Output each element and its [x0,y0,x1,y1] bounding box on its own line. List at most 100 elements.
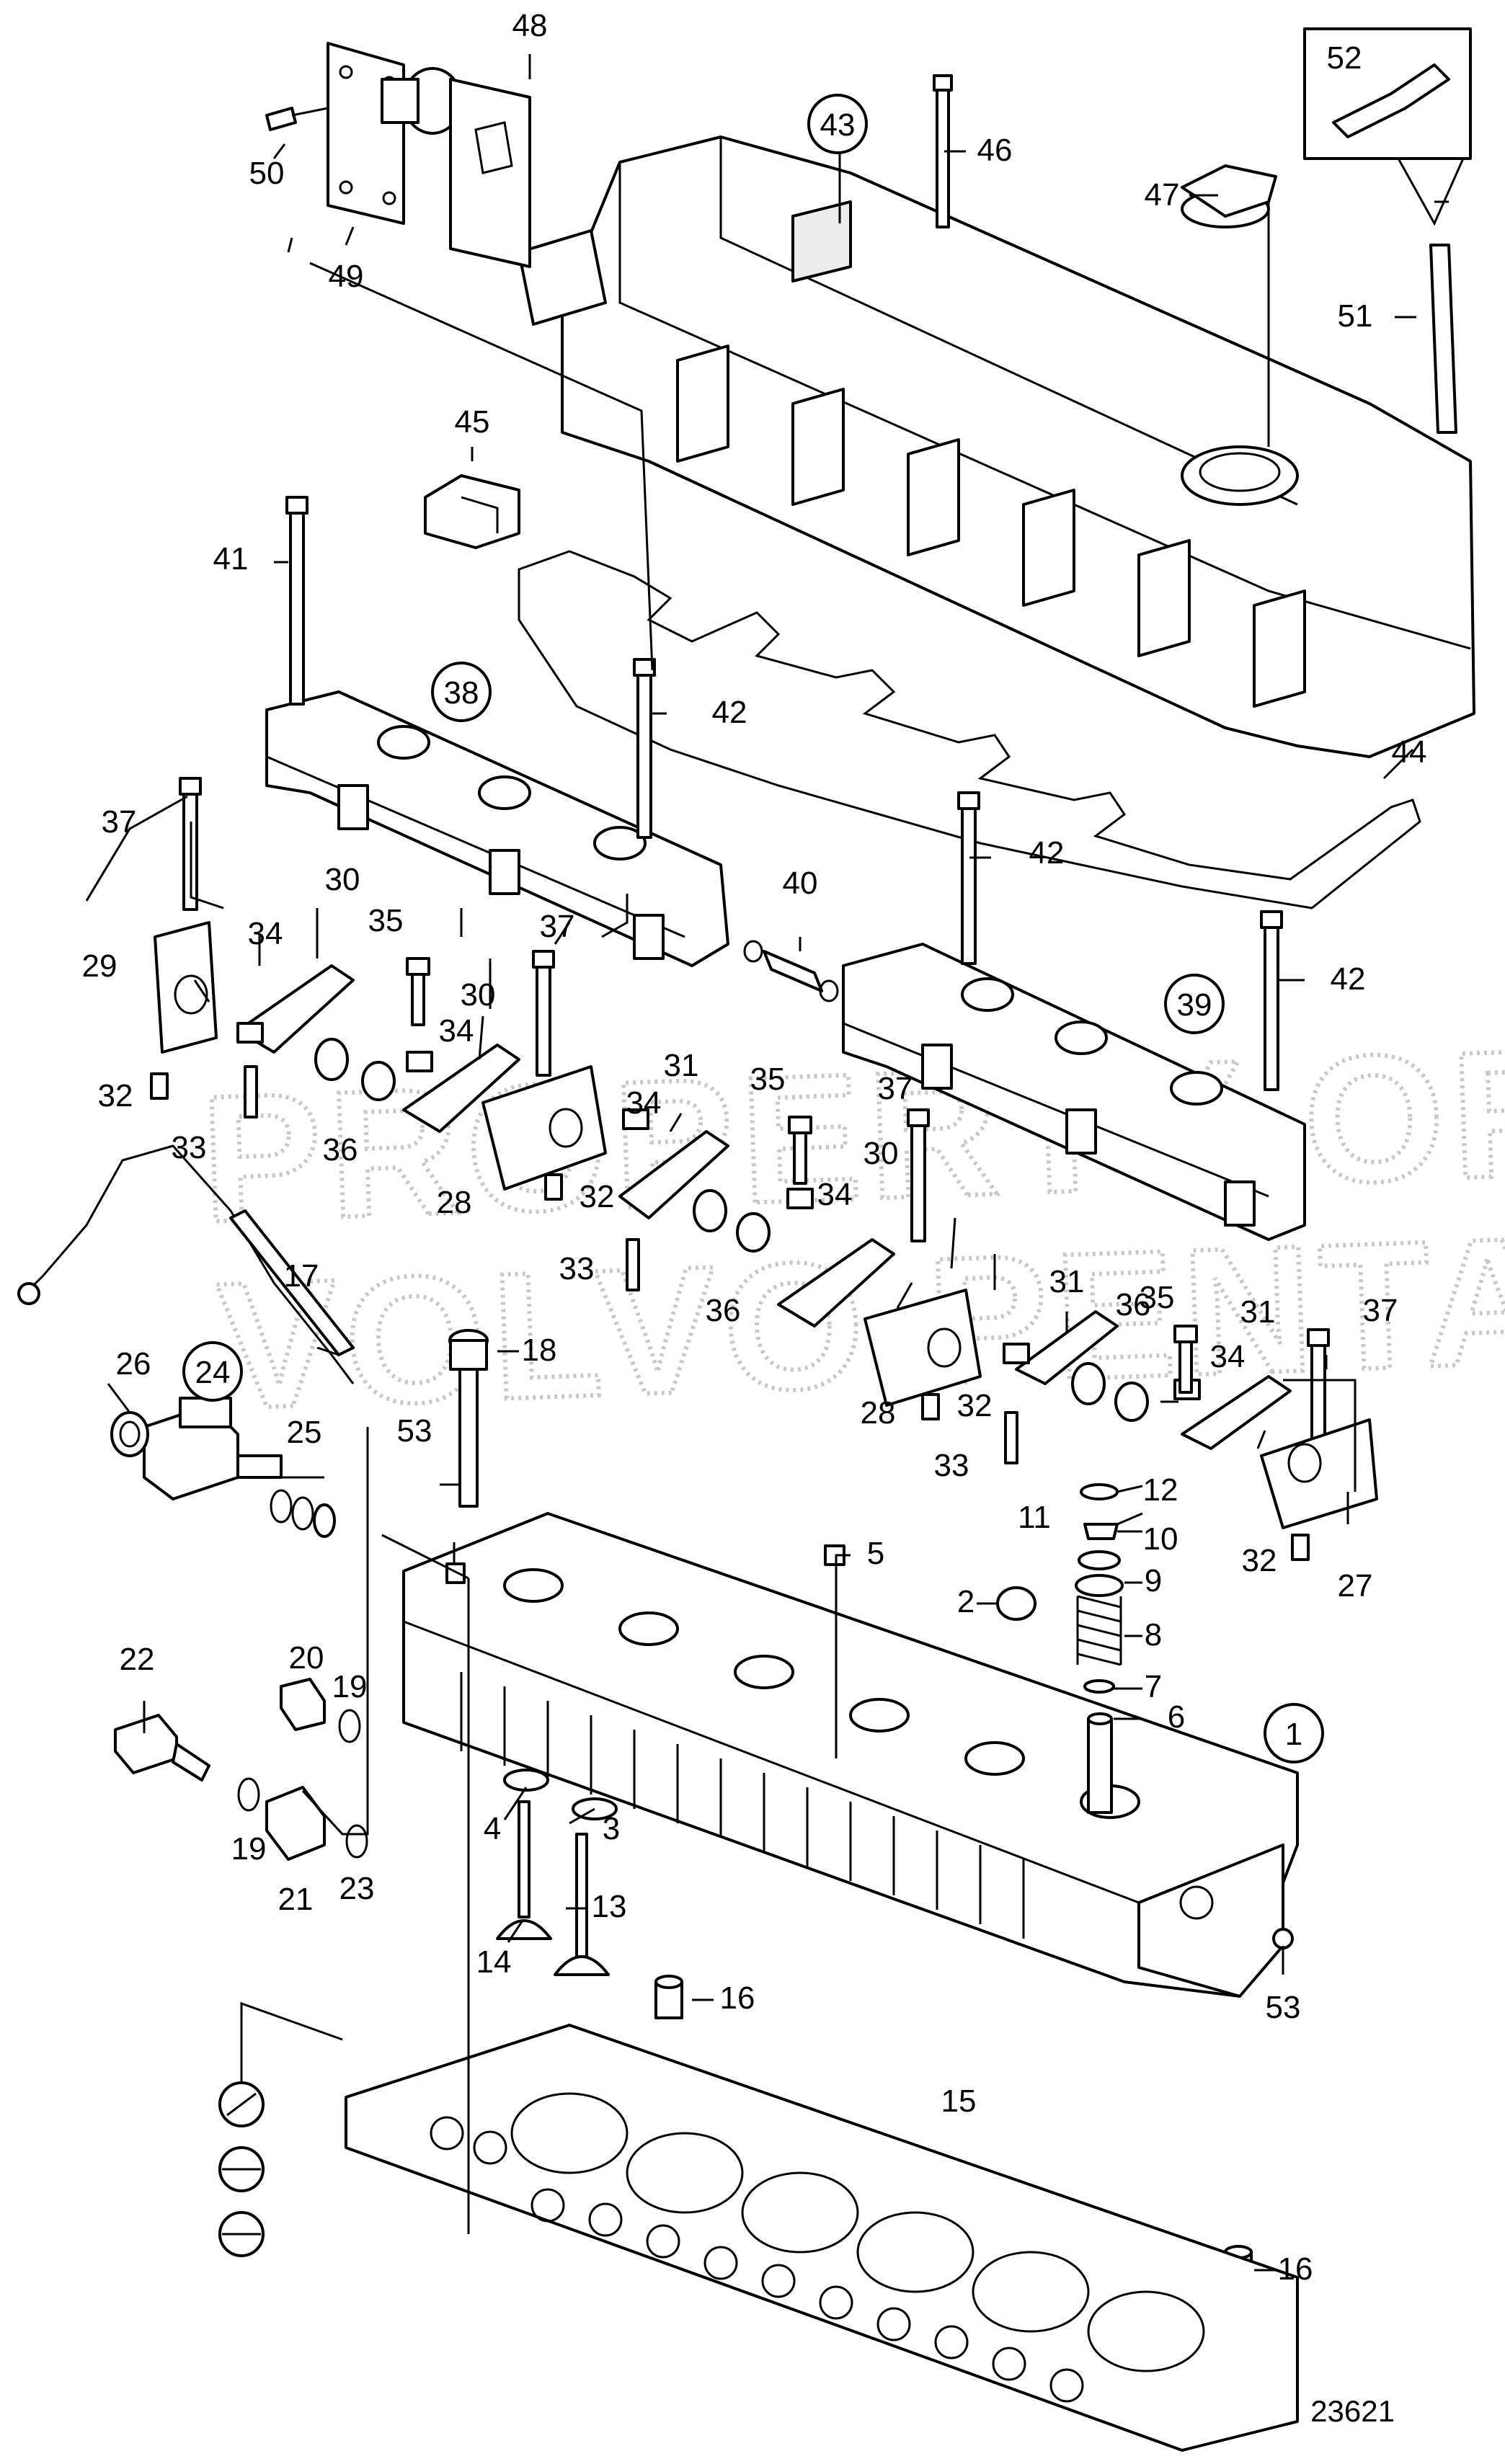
callout-34-c: 34 [626,1085,662,1121]
sensor-22 [114,1714,210,1782]
callout-35-c: 35 [1140,1280,1175,1315]
callout-32-c: 32 [957,1388,993,1423]
washers-36 [314,1038,1149,1422]
valve-spring [1075,1574,1124,1694]
callout-10: 10 [1143,1521,1178,1557]
callout-36-c: 36 [1116,1287,1151,1322]
rocker-shaft-39 [842,943,1306,1241]
sealant-bead [1429,244,1457,434]
callout-42-b: 42 [1029,835,1065,871]
callout-17: 17 [284,1258,319,1294]
callout-15: 15 [941,2083,977,2119]
valve-cover [518,135,1475,758]
callout-19-top: 19 [332,1669,368,1704]
callout-31-right: 31 [1240,1294,1276,1330]
watermark-line-2: VOLVO PENTA [214,1198,1505,1446]
callout-35-a: 35 [368,903,404,938]
valve-14 [496,1800,552,1940]
callout-45: 45 [455,404,490,440]
callout-53-top: 53 [397,1413,432,1449]
callout-40: 40 [783,866,818,901]
damper-45 [424,474,520,549]
plug-53-b [1272,1928,1294,1949]
bolt-37-b [532,950,555,1077]
callout-23: 23 [339,1871,375,1906]
callout-26: 26 [116,1346,151,1382]
valve-13 [554,1833,610,1976]
rocker-arm-31-a [618,1130,729,1219]
bolt-53-a [445,1562,466,1584]
dowel-16-a [654,1975,683,2019]
gasket-identification-marks [218,2001,343,2257]
rocker-arm-31-b [1015,1310,1119,1385]
leader-lines [85,54,1449,2272]
callout-20: 20 [289,1640,324,1676]
callout-24: 24 [195,1355,231,1390]
callout-18: 18 [522,1333,557,1368]
callout-1: 1 [1285,1717,1302,1752]
studs-33 [244,1065,1018,1464]
callout-34-d: 34 [817,1177,853,1212]
plug-21 [265,1786,326,1861]
bolt-37-d [1307,1328,1330,1448]
sensor-24 [143,1397,283,1500]
callout-34-e: 34 [1210,1339,1246,1374]
callout-6: 6 [1168,1699,1185,1735]
pins-32 [150,1072,1310,1561]
callout-47: 47 [1145,177,1180,213]
callout-5: 5 [867,1536,884,1571]
callout-35-b: 35 [750,1062,786,1097]
callout-30-left: 30 [325,862,360,897]
breather-housing [327,42,463,225]
bolt-50 [265,107,329,131]
cylinder-head [402,1512,1299,1998]
callout-32-d: 32 [1242,1543,1277,1578]
callout-16-top: 16 [720,1980,755,2016]
rocker-arm-30-a [236,964,355,1054]
rocker-arm-30-c [777,1238,895,1327]
callout-49: 49 [329,259,364,294]
callout-44: 44 [1392,734,1427,770]
bolt-41 [285,496,308,706]
bolt-42-c [1260,910,1283,1091]
callout-21: 21 [278,1882,314,1917]
valve-guide [1087,1712,1113,1814]
bolt-18 [448,1329,489,1508]
callout-27: 27 [1338,1568,1373,1604]
callout-33-a: 33 [172,1130,207,1165]
callout-32-a: 32 [98,1078,133,1113]
callout-33-b: 33 [559,1251,595,1286]
breather-gasket [449,78,531,268]
rocker-bracket-28-b [864,1289,982,1407]
callout-33-c: 33 [934,1448,969,1483]
callout-7: 7 [1145,1669,1162,1704]
head-gasket [345,2024,1299,2452]
callout-4: 4 [484,1811,501,1846]
rocker-arm-31-c [1181,1375,1292,1450]
oil-filler-cap [1181,164,1277,228]
callout-32-b: 32 [580,1179,615,1214]
bolt-37-c [907,1108,930,1242]
callout-25: 25 [287,1415,322,1450]
callout-50: 50 [249,156,285,191]
callout-51: 51 [1338,298,1373,334]
callout-46: 46 [977,133,1013,168]
callout-36-b: 36 [706,1293,741,1328]
callout-37-a: 37 [102,804,137,840]
rocker-bracket-27 [1260,1418,1378,1529]
callout-11: 11 [1018,1500,1051,1535]
plug-20 [280,1678,326,1731]
callout-36-a: 36 [323,1132,358,1167]
callout-38: 38 [444,675,479,711]
callout-13: 13 [592,1889,627,1924]
callout-39: 39 [1177,987,1212,1023]
callout-34-a: 34 [248,916,283,951]
callout-3: 3 [603,1811,620,1846]
callout-19-bottom: 19 [231,1831,267,1867]
callout-30-mid: 30 [461,977,496,1013]
callout-52: 52 [1327,40,1362,76]
rocker-bracket-29 [154,921,218,1054]
callout-43: 43 [820,107,856,143]
callout-42-c: 42 [1331,961,1366,997]
